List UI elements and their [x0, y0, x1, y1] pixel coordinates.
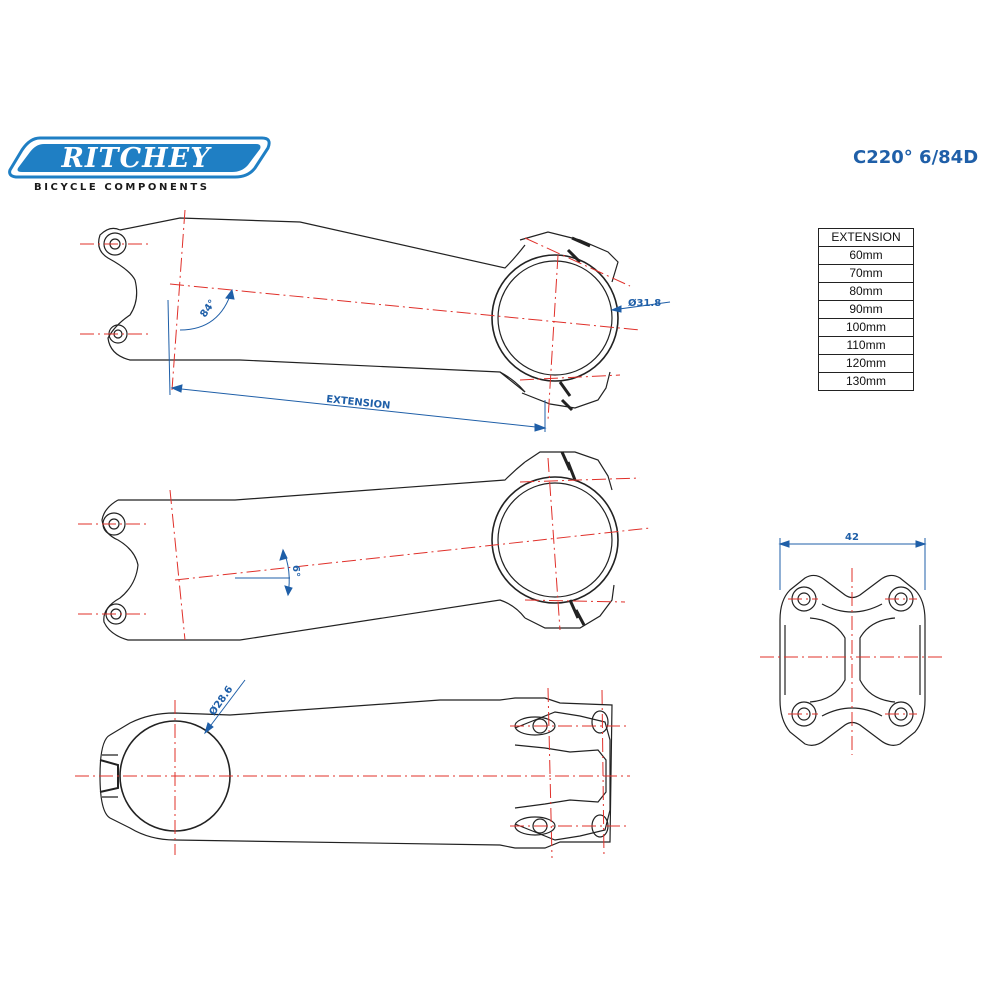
extension-row: 70mm	[818, 264, 914, 283]
side-view-84-centerlines	[80, 209, 641, 421]
logo-text: RITCHEY	[60, 143, 212, 174]
steerer-diameter-label: Ø28.6	[207, 684, 236, 718]
faceplate-centerlines	[760, 568, 945, 755]
faceplate-dimensions	[778, 538, 927, 590]
side-view-84	[98, 217, 619, 412]
brand-tagline: BICYCLE COMPONENTS	[34, 182, 210, 193]
ritchey-logo: RITCHEY	[8, 136, 271, 179]
extension-row: 80mm	[818, 282, 914, 301]
extension-dim-label: EXTENSION	[326, 394, 391, 412]
extension-row: 120mm	[818, 354, 914, 373]
angle-84-label: 84°	[198, 298, 218, 320]
extension-row: 130mm	[818, 372, 914, 391]
extension-row: 90mm	[818, 300, 914, 319]
extension-row: 110mm	[818, 336, 914, 355]
extension-table-header: EXTENSION	[818, 228, 914, 247]
side-view-84-dimensions	[167, 288, 671, 432]
clamp-diameter-label: Ø31.8	[628, 297, 661, 309]
angle-6-label: 6°	[290, 565, 301, 577]
top-view-centerlines	[75, 687, 630, 859]
side-view-6-centerlines	[78, 457, 651, 641]
faceplate-width-label: 42	[845, 532, 859, 543]
extension-row: 100mm	[818, 318, 914, 337]
extension-row: 60mm	[818, 246, 914, 265]
extension-table: EXTENSION 60mm 70mm 80mm 90mm 100mm 110m…	[818, 228, 914, 391]
top-view-dimensions	[204, 679, 246, 735]
model-title: C220° 6/84D	[853, 147, 979, 168]
side-view-6	[101, 451, 619, 641]
side-view-6-dimensions	[235, 548, 293, 597]
